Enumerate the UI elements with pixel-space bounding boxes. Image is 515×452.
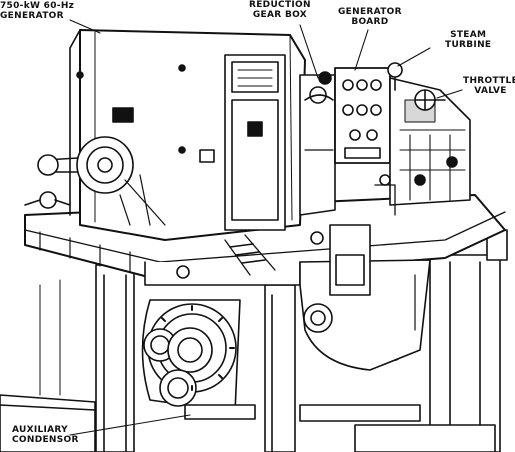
label-auxiliary-condensor: AUXILIARY CONDENSOR [12,425,79,445]
generator-board [334,67,391,164]
label-generator: 750-kW 60-Hz GENERATOR [0,1,75,21]
label-generator-board: GENERATOR BOARD [338,7,402,27]
callout-leaders [69,19,463,436]
steam-turbine [374,62,471,216]
support-structure [0,229,508,452]
label-steam-turbine: STEAM TURBINE [445,30,492,50]
auxiliary-condenser [141,299,256,420]
throttle-valve [414,89,446,111]
label-throttle-valve: THROTTLE VALVE [463,76,515,96]
generator [24,29,306,241]
reduction-gear-box [299,71,336,216]
label-reduction-gear-box: REDUCTION GEAR BOX [249,0,311,20]
lower-casing [299,224,431,371]
